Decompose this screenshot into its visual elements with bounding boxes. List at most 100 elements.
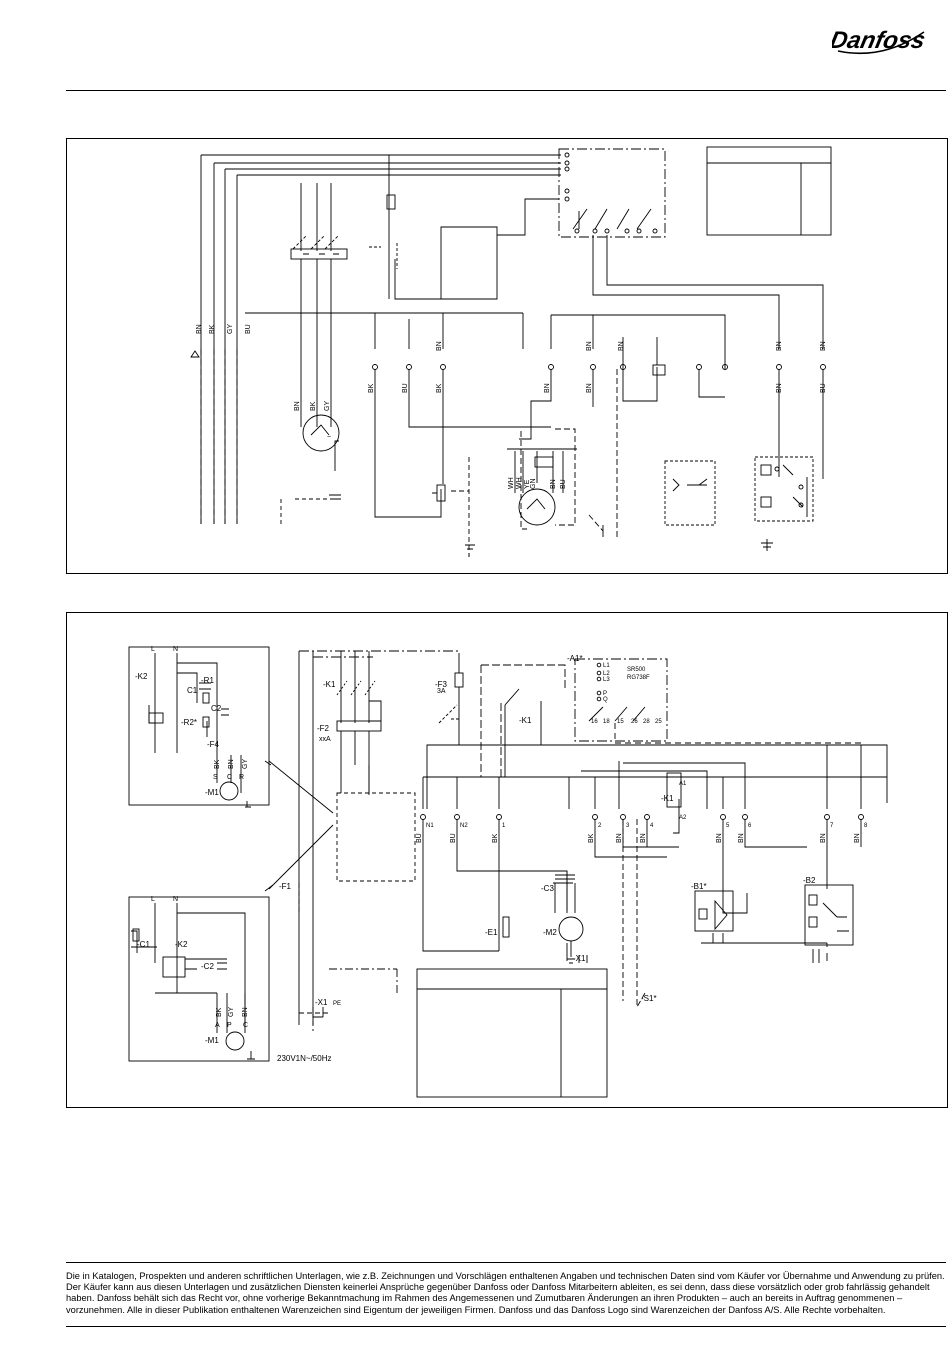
model-label: SR500 [627,667,646,673]
supply-label: 230V1N~/50Hz [277,1054,331,1063]
wire-label: WH [516,477,523,489]
wire-label: BN [550,479,557,489]
component-label: C2 [211,704,222,713]
wire-label: BN [544,383,551,393]
component-label: -B2 [803,876,816,885]
component-label: -K1 [323,680,336,689]
wire-label: BU [560,479,567,489]
danfoss-logo: Danfoss [832,27,927,55]
header-rule [66,90,946,91]
wire-label: BN [776,383,783,393]
wire-label: BK [216,1007,223,1017]
terminal-label: Q [603,697,608,703]
component-label: -M2 [543,928,557,937]
component-label: -K2 [135,672,148,681]
wire-label: BK [209,324,216,334]
terminal-label: 16 [591,719,598,725]
wire-label: BN [294,401,301,411]
wire-label: BU [416,833,423,843]
terminal-label: S [213,774,218,781]
rating-label: xxA [319,736,331,743]
component-label: -R1 [201,676,214,685]
component-label: -C2 [201,962,214,971]
wire-label: YE [524,479,531,489]
terminal-label: L1 [603,663,610,669]
rating-label: 3A [437,688,446,695]
component-label: -F4 [207,740,220,749]
component-label: -C3 [541,884,554,893]
component-label: -M1 [205,1036,219,1045]
terminal-label: P [603,691,607,697]
terminal-label: N2 [460,823,468,829]
terminal-label: 5 [726,823,730,829]
wire-label: GN [530,479,537,490]
terminal-label: C [243,1022,248,1029]
wiring-diagram-2-drawing [128,646,888,1098]
wire-label: GY [242,759,249,769]
terminal-label: 3 [626,823,630,829]
terminal-label: L [151,896,155,903]
wire-label: GY [227,324,234,334]
wire-label: BU [402,383,409,393]
component-label: -X1 [573,954,586,963]
wire-label: BN [854,833,861,843]
terminal-label: 15 [617,719,624,725]
component-label: -M1 [205,788,219,797]
component-label: -K1 [661,794,674,803]
terminal-label: A [215,1022,220,1029]
terminal-label: 18 [603,719,610,725]
component-label: -F3 [435,680,448,689]
wire-label: BU [245,324,252,334]
svg-text:Danfoss: Danfoss [832,27,927,54]
wire-label: BU [820,383,827,393]
component-label: -C1 [137,940,150,949]
terminal-label: A2 [679,815,687,821]
terminal-label: PE [333,1001,341,1007]
terminal-label: 26 [631,719,638,725]
wire-label: BN [228,759,235,769]
wire-label: BK [492,833,499,843]
terminal-label: A1 [679,781,687,787]
terminal-label: R [239,774,244,781]
wire-label: BN [586,383,593,393]
component-label: -E1 [485,928,498,937]
wire-label: BN [436,341,443,351]
wiring-diagram-2: L N -K2 -R1 C1 C2 -R2* -F4 -M1 S C R BK … [66,612,948,1108]
terminal-label: 4 [650,823,654,829]
component-label: -X1 [315,998,328,1007]
wire-label: BK [588,833,595,843]
terminal-label: L3 [603,677,610,683]
component-label: -A1* [567,654,583,663]
terminal-label: N [173,896,178,903]
wire-label: BK [368,383,375,393]
svg-text:~: ~ [327,434,331,441]
terminal-label: 25 [655,719,662,725]
wire-label: BN [616,833,623,843]
wire-label: BN [618,341,625,351]
component-label: -B1* [691,882,707,891]
component-label: C1 [187,686,198,695]
disclaimer-text: Die in Katalogen, Prospekten und anderen… [66,1271,945,1315]
wire-label: BU [450,833,457,843]
component-label: -F1 [279,882,292,891]
wiring-diagram-1-drawing: ~ [190,146,832,557]
wiring-diagram-1: ~ BN BK GY BU BN BK GY BN BN BN BN BN BK… [66,138,948,574]
wire-label: BN [716,833,723,843]
terminal-label: 2 [598,823,602,829]
model-label: RG738F [627,675,650,681]
wire-label: BN [820,833,827,843]
wire-label: BK [310,401,317,411]
terminal-label: L [151,646,155,653]
footer-rule-top [66,1262,946,1263]
wire-label: BN [586,341,593,351]
terminal-label: 1 [502,823,506,829]
terminal-label: 6 [748,823,752,829]
terminal-label: N [173,646,178,653]
wire-label: BN [776,341,783,351]
terminal-label: L2 [603,671,610,677]
component-label: -R2* [181,718,197,727]
component-label: -K2 [175,940,188,949]
component-label: -S1* [641,994,657,1003]
terminal-label: 28 [643,719,650,725]
footer-rule-bottom [66,1326,946,1327]
